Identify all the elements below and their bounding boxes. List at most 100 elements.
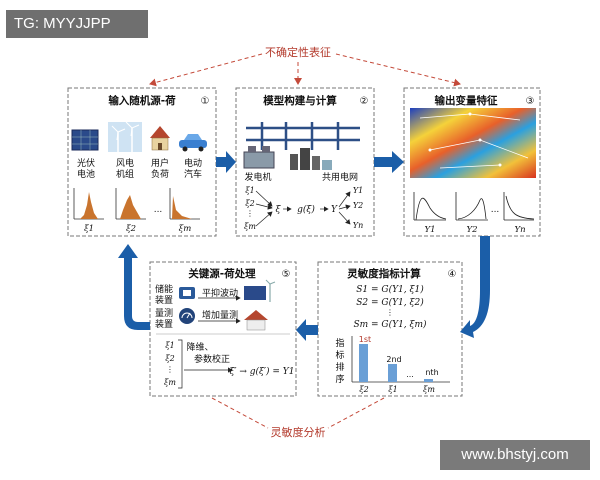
panel-3-ylabel-1: Y1 [424, 225, 435, 235]
panel-3-number: ③ [526, 96, 535, 107]
house-icon [150, 126, 170, 151]
panel-5-equation: ξ′ → g(ξ′) = Y1 [230, 366, 295, 377]
rank-label-n: nth [425, 368, 438, 377]
panel-4-rank-char-2: 标 [335, 349, 344, 361]
panel-2-number: ② [360, 96, 369, 107]
panel-5-xi-1: ξ1 [165, 341, 175, 350]
wind-turbine-icon [108, 121, 142, 152]
panel-1-item-3-line-2: 负荷 [151, 168, 169, 180]
panel-2-xi-2: ξ2 [245, 199, 255, 208]
panel-4-xlabel-1: ξ2 [359, 385, 369, 394]
histogram-xi1 [73, 188, 104, 220]
panel-5-row1-action: 平抑波动 [202, 287, 238, 299]
panel-5-bracket [178, 339, 183, 389]
output-heatmap [410, 108, 536, 178]
panel-1-number: ① [201, 96, 210, 107]
battery-icon [179, 287, 195, 299]
panel-3-ylabel-n: Yn [514, 225, 525, 235]
top-uncertainty-label: 不确定性表征 [265, 45, 331, 59]
panel-1-xlabel-m: ξm [179, 224, 192, 234]
generator-icon [243, 146, 275, 169]
panel-5-box [149, 261, 297, 397]
pdf-curve-yn [503, 192, 535, 221]
house-icon-small [244, 310, 268, 331]
panel-3-ylabel-2: Y2 [466, 225, 477, 235]
panel-5-xi-m: ξm [164, 378, 176, 387]
solar-wind-icon [244, 279, 276, 302]
pdf-curve-y2 [455, 192, 488, 221]
panel-5-reduce-2: 参数校正 [194, 353, 230, 365]
panel-5-row2-label-2: 装置 [155, 318, 173, 330]
panel-5-row1-label-1: 储能 [155, 283, 173, 295]
panel-1-item-1-line-2: 电池 [77, 168, 95, 180]
flow-arrow-4-to-5 [296, 319, 318, 341]
histogram-xim [169, 188, 200, 220]
top-dash-right [335, 53, 461, 87]
panel-1-item-4-line-2: 汽车 [184, 168, 202, 180]
panel-2-out-1: Y1 [353, 186, 363, 195]
panel-2-out-2: Y2 [353, 201, 363, 210]
city-buildings-icon [290, 148, 332, 170]
panel-3-title: 输出变量特征 [435, 94, 498, 107]
panel-1-item-3-line-1: 用户 [151, 157, 169, 169]
rank-label-1: 1st [359, 335, 371, 344]
panel-4-dots: ... [406, 370, 414, 379]
rank-label-2: 2nd [386, 355, 401, 364]
panel-1-item-2-line-1: 风电 [116, 157, 134, 169]
flow-arrow-3-to-4 [460, 236, 490, 338]
panel-1-xlabel-2: ξ2 [126, 224, 136, 234]
power-grid-lines [246, 122, 360, 150]
panel-5-xi-2: ξ2 [165, 354, 175, 363]
electric-car-icon [179, 134, 207, 152]
panel-4-eq-m: Sm = G(Y1, ξm) [353, 319, 427, 330]
rank-bar-n [424, 379, 433, 382]
flow-arrow-1-to-2 [216, 151, 236, 173]
panel-2-vec: ξ [276, 205, 282, 215]
panel-2-diverge-arrows [338, 191, 351, 225]
bottom-sensitivity-label: 灵敏度分析 [271, 425, 326, 439]
panel-5-row2-label-1: 量测 [155, 308, 173, 319]
panel-2-title: 模型构建与计算 [263, 94, 337, 107]
panel-4-rank-char-4: 序 [335, 373, 344, 385]
flow-arrow-5-to-1 [118, 244, 150, 330]
top-dash-left [149, 53, 263, 87]
watermark-bottom: www.bhstyj.com [440, 440, 590, 470]
panel-2-Y: Y [331, 205, 338, 215]
panel-2-out-n: Yn [353, 221, 363, 230]
panel-4-rank-char-1: 指 [335, 337, 344, 349]
solar-panel-icon [71, 129, 99, 151]
panel-5-vdots: ⋮ [166, 365, 174, 374]
panel-3-dots: ... [491, 205, 500, 215]
generator-label: 发电机 [244, 171, 271, 183]
meter-gauge-icon [179, 308, 195, 324]
flow-arrow-2-to-3 [374, 151, 404, 173]
panel-1-title: 输入随机源-荷 [108, 94, 176, 107]
histogram-xi2 [115, 188, 146, 220]
panel-1-xlabel-1: ξ1 [84, 224, 94, 234]
panel-1-item-4-line-1: 电动 [184, 157, 202, 169]
panel-4-xlabel-m: ξm [423, 385, 435, 394]
panel-2-xi-m: ξm [244, 222, 256, 231]
panel-5-row1-label-2: 装置 [155, 294, 173, 306]
panel-4-eq-1: S1 = G(Y1, ξ1) [356, 284, 424, 295]
pdf-curve-y1 [413, 192, 447, 221]
panel-2-converge-arrows [255, 190, 273, 227]
panel-4-eq-2: S2 = G(Y1, ξ2) [356, 297, 424, 308]
rank-bar-2 [388, 364, 397, 382]
panel-4-rank-char-3: 排 [335, 361, 344, 373]
panel-1-item-1-line-1: 光伏 [77, 157, 95, 169]
shared-grid-label: 共用电网 [322, 171, 358, 183]
panel-2-func: g(ξ) [297, 204, 315, 215]
panel-2-xi-1: ξ1 [245, 186, 255, 195]
panel-5-row2-action: 增加量测 [202, 309, 238, 321]
watermark-top: TG: MYYJJPP [6, 10, 148, 38]
panel-1-item-2-line-2: 机组 [116, 168, 134, 180]
panel-2-vdots: ⋮ [246, 209, 254, 218]
panel-4-number: ④ [448, 269, 457, 280]
panel-4-title: 灵敏度指标计算 [346, 267, 421, 280]
panel-5-reduce-1: 降维、 [186, 341, 213, 353]
panel-1-dots: ... [154, 205, 163, 215]
bottom-dash-right [327, 397, 385, 429]
rank-bar-1 [359, 344, 368, 382]
